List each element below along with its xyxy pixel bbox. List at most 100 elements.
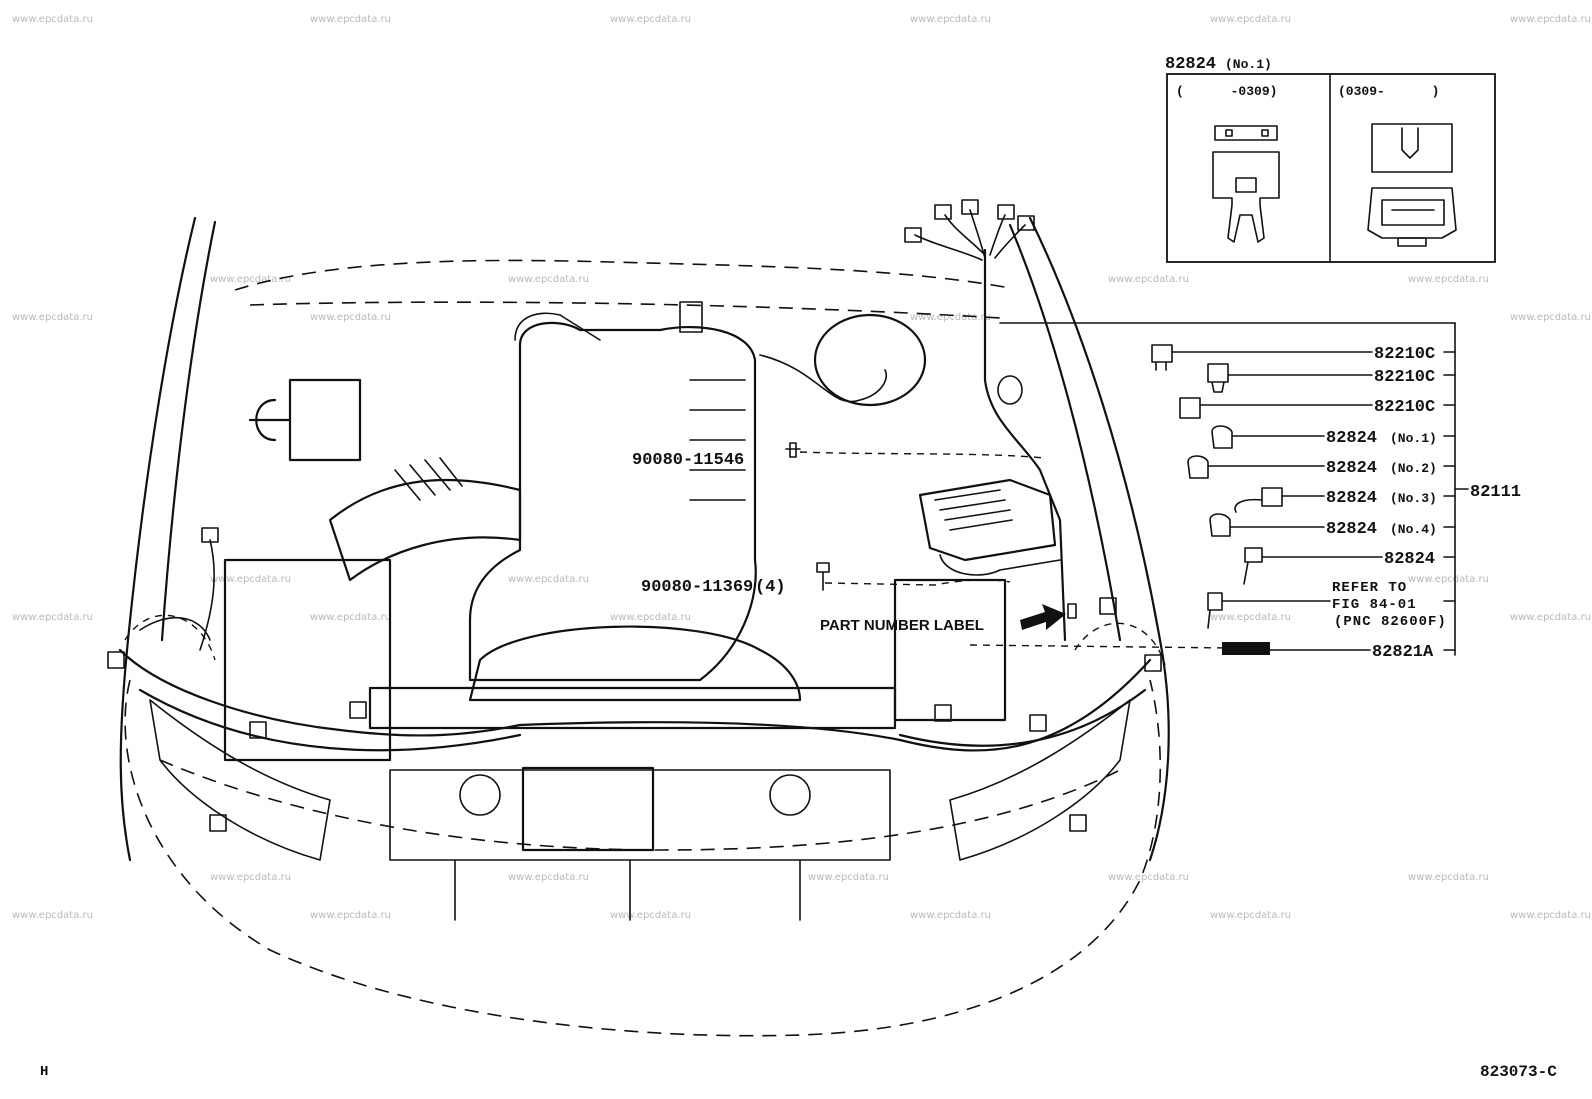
harness-main-run-left [118, 648, 522, 737]
part-qty: (4) [755, 578, 786, 597]
fuse-82824-no2-icon [1187, 455, 1209, 479]
label-82821a-icon [1222, 642, 1270, 655]
watermark: www.epcdata.ru [508, 872, 589, 883]
right-fender-line [1028, 216, 1170, 862]
relay-82210c-1-icon [1151, 344, 1173, 371]
watermark: www.epcdata.ru [610, 910, 691, 921]
part-number-82111[interactable]: 82111 [1470, 483, 1521, 502]
part-number-82824[interactable]: 82824 [1326, 429, 1377, 448]
watermark: www.epcdata.ru [1510, 612, 1591, 623]
watermark: www.epcdata.ru [310, 910, 391, 921]
watermark: www.epcdata.ru [610, 14, 691, 25]
harness-connector [961, 199, 979, 215]
watermark: www.epcdata.ru [310, 612, 391, 623]
leader-82821a [969, 644, 1231, 649]
footer-left-mark: H [40, 1064, 48, 1080]
part-number-82824[interactable]: 82824 [1326, 459, 1377, 478]
inset-right-range: (0309- ) [1338, 84, 1439, 99]
watermark: www.epcdata.ru [1108, 872, 1189, 883]
cowl-dashed-outline [234, 259, 1011, 291]
upper-radiator-hose [514, 312, 601, 341]
harness-branch-connectors [914, 209, 1026, 261]
watermark: www.epcdata.ru [1510, 14, 1591, 25]
fuse-82824-icon [1243, 547, 1263, 585]
left-wheel-arch-dashed [124, 614, 216, 661]
watermark: www.epcdata.ru [12, 14, 93, 25]
hose-corrugation [394, 457, 463, 501]
watermark: www.epcdata.ru [12, 910, 93, 921]
part-number-82824[interactable]: 82824 [1326, 489, 1377, 508]
watermark: www.epcdata.ru [310, 312, 391, 323]
right-wheel-arch-dashed [1074, 622, 1166, 666]
leader-bolt-2 [824, 579, 1011, 586]
watermark: www.epcdata.ru [1210, 910, 1291, 921]
engine-front-cover [468, 625, 802, 702]
intake-manifold [468, 321, 757, 682]
engine-assembly [223, 312, 1007, 762]
part-number-82210c[interactable]: 82210C [1374, 398, 1435, 417]
refer-part-icon [1207, 592, 1223, 629]
air-cleaner-box [223, 558, 392, 762]
watermark: www.epcdata.ru [1510, 910, 1591, 921]
harness-connector [904, 227, 922, 243]
fuse-old-type-icon [1212, 125, 1280, 243]
harness-connector [934, 204, 952, 220]
part-number-82824[interactable]: 82824 [1384, 550, 1435, 569]
part-number-82210c[interactable]: 82210C [1374, 368, 1435, 387]
watermark: www.epcdata.ru [310, 14, 391, 25]
watermark: www.epcdata.ru [508, 574, 589, 585]
left-headlamp [149, 699, 331, 861]
bolt-icon [816, 562, 830, 591]
part-number-82824[interactable]: 82824 [1326, 520, 1377, 539]
part-number-90080-11369[interactable]: 90080-11369 [641, 578, 753, 597]
harness-connector [997, 204, 1015, 220]
harness-connector [249, 721, 267, 739]
part-labels: 82210C 82210C 82210C 82824 (No.1) 82824 … [632, 345, 1521, 662]
watermark: www.epcdata.ru [210, 574, 291, 585]
inset-left-range: ( -0309) [1176, 84, 1277, 99]
watermark: www.epcdata.ru [610, 612, 691, 623]
relay-block-fuses [934, 489, 1013, 531]
harness-connector [1069, 814, 1087, 832]
watermark: www.epcdata.ru [910, 312, 991, 323]
watermark: www.epcdata.ru [910, 910, 991, 921]
part-suffix: (No.4) [1390, 522, 1437, 537]
harness-connector [679, 301, 703, 333]
front-bumper-dashed-outline [124, 679, 1161, 1037]
left-fender-line [119, 216, 197, 862]
part-number-82210c[interactable]: 82210C [1374, 345, 1435, 364]
inset-title[interactable]: 82824 [1165, 55, 1216, 74]
bolt-90080-11369 [816, 562, 830, 591]
part-number-82821a[interactable]: 82821A [1372, 643, 1434, 662]
fuse-82824-no3-icon [1234, 487, 1283, 513]
harness-connector [209, 814, 227, 832]
refer-to-line-1: REFER TO [1332, 580, 1407, 596]
part-number-90080-11546[interactable]: 90080-11546 [632, 451, 744, 470]
part-icons [1151, 344, 1456, 655]
battery [893, 578, 1007, 722]
leader-bolt-1 [799, 451, 1046, 459]
relay-block-housing [918, 478, 1057, 562]
grommet [997, 375, 1023, 405]
harness-connector [1144, 654, 1162, 672]
left-fender-inner-line [160, 220, 217, 642]
refer-to-line-3: (PNC 82600F) [1334, 614, 1447, 630]
fuse-new-type-icon [1367, 123, 1457, 247]
air-cleaner-hose [328, 478, 522, 582]
relay-82210c-3-icon [1179, 397, 1201, 419]
brake-master-cylinder [248, 378, 362, 462]
relay-82210c-2-icon [1207, 363, 1229, 393]
harness-left-branch [139, 539, 215, 651]
harness-connector [349, 701, 367, 719]
part-number-label-text: PART NUMBER LABEL [820, 617, 984, 634]
intake-runners [689, 379, 746, 501]
left-horn [459, 774, 501, 816]
bolt-icon [785, 442, 801, 458]
lower-grille [389, 769, 891, 921]
inset-panel: 82824 (No.1) ( -0309) (0309- ) [1165, 55, 1496, 263]
watermark: www.epcdata.ru [210, 872, 291, 883]
watermark: www.epcdata.ru [808, 872, 889, 883]
coolant-hose [759, 354, 887, 403]
right-headlamp [949, 699, 1131, 861]
